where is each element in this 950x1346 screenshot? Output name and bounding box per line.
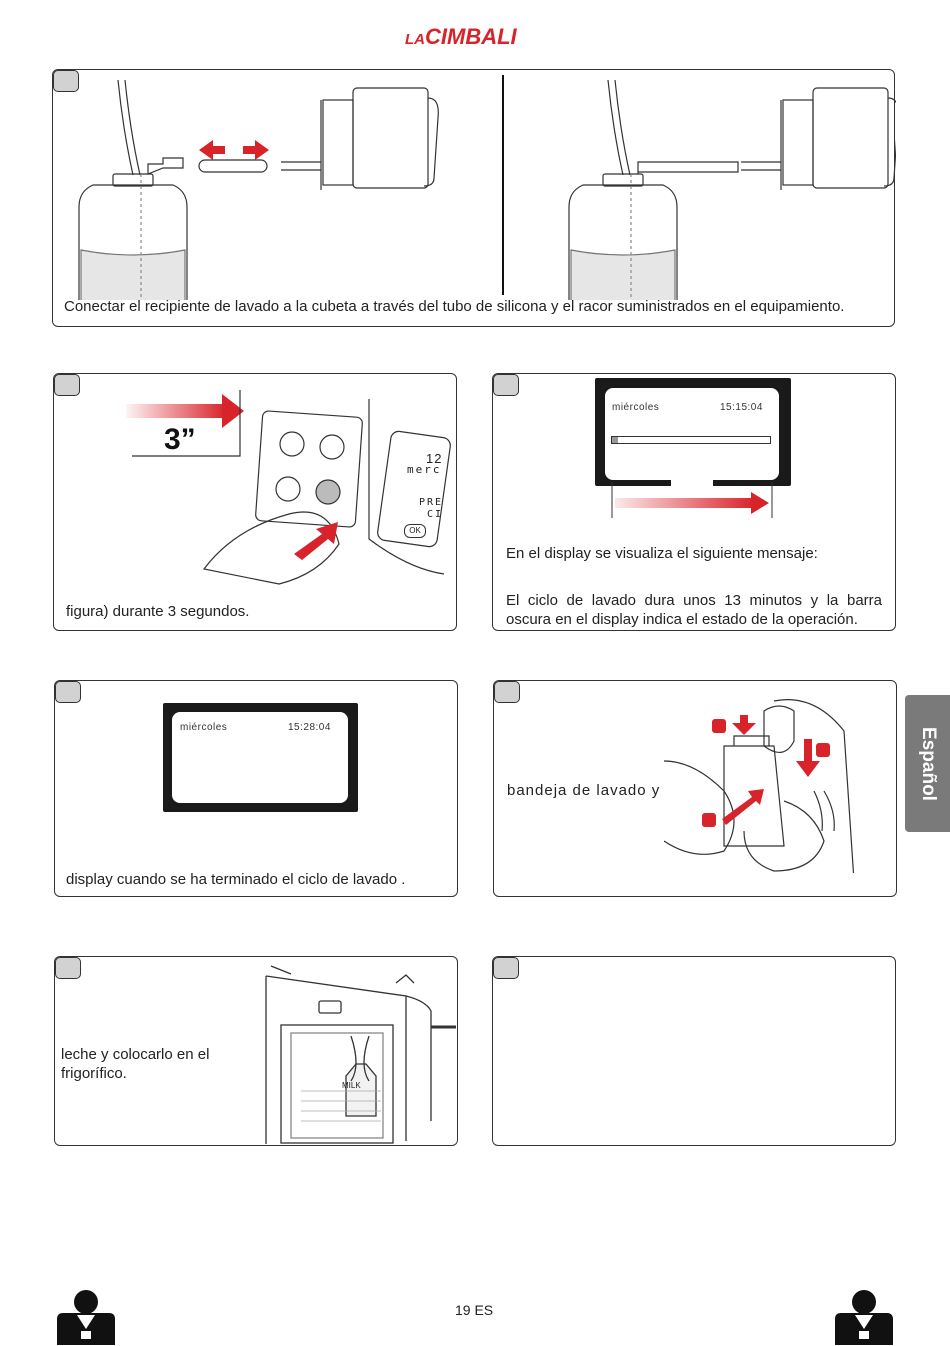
press-arrow [294,522,338,560]
language-tab[interactable]: Español [905,695,950,832]
display-time: 15:15:04 [720,402,763,413]
display-inner: miércoles 15:15:04 [605,388,779,480]
display-day: miércoles [180,722,228,733]
milk-cooler-right [741,87,896,190]
milk-label: MILK [342,1081,361,1090]
step-number-badge [55,957,81,979]
step-5-caption: bandeja de lavado y [507,782,661,799]
progress-fill [612,437,619,443]
control-keypad [202,399,451,585]
operator-icon-right [835,1290,893,1345]
hold-arrow [126,394,244,428]
step-number-badge [493,957,519,979]
display-screen: miércoles 15:28:04 [163,703,358,812]
container-jar-left [78,79,188,300]
step-number-badge [493,374,519,396]
brand-name: CIMBALI [425,24,517,49]
display-screen: miércoles 15:15:04 [595,378,791,488]
wash-tray-illustration [664,699,855,873]
step-panel-3: miércoles 15:15:04 En el display se visu… [492,373,896,631]
fridge-illustration [265,965,456,1144]
display-ci: CI [427,509,444,520]
display-pre: PRE [419,497,444,508]
language-tab-label: Español [917,726,939,801]
display-time: 15:28:04 [288,722,331,733]
silicone-tube [198,159,268,173]
step-6-caption: leche y colocarlo en el frigorífico. [61,1046,210,1082]
display-day-number: 12 [426,451,443,466]
progress-direction-arrow [611,482,773,518]
step-panel-7 [492,956,896,1146]
hold-time-label: 3” [164,423,196,456]
page-number: 19 ES [455,1302,494,1318]
brand-prefix: LA [405,31,425,48]
milk-cooler-left [281,87,439,190]
step-panel-1: Conectar el recipiente de lavado a la cu… [52,69,896,327]
display-month: merc [407,463,442,476]
brand-logo: LACIMBALI [405,24,517,50]
step-panel-2: 12 merc PRE CI OK 3” figura) durante 3 s… [53,373,457,631]
progress-bar [611,436,771,444]
display-gap [671,480,713,488]
step-3-caption-1: En el display se visualiza el siguiente … [506,545,818,562]
step-number-badge [53,70,79,92]
container-jar-right [568,79,739,300]
direction-arrows [199,140,269,160]
step-2-caption: figura) durante 3 segundos. [66,603,250,620]
step-3-caption-2: El ciclo de lavado dura unos 13 minutos … [506,592,882,628]
step-number-badge [55,681,81,703]
connect-container-illustration [78,75,896,300]
step-number-badge [54,374,80,396]
display-day: miércoles [612,402,660,413]
step-panel-5: bandeja de lavado y [493,680,897,897]
step-1-caption: Conectar el recipiente de lavado a la cu… [64,298,845,315]
display-inner: miércoles 15:28:04 [172,712,348,803]
step-4-caption: display cuando se ha terminado el ciclo … [66,871,406,888]
step-panel-6: leche y colocarlo en el frigorífico. MIL… [54,956,458,1146]
press-button-illustration [126,390,451,585]
operator-icon-left [57,1290,115,1345]
ok-button[interactable]: OK [404,524,426,538]
step-panel-4: miércoles 15:28:04 display cuando se ha … [54,680,458,897]
step-number-badge [494,681,520,703]
